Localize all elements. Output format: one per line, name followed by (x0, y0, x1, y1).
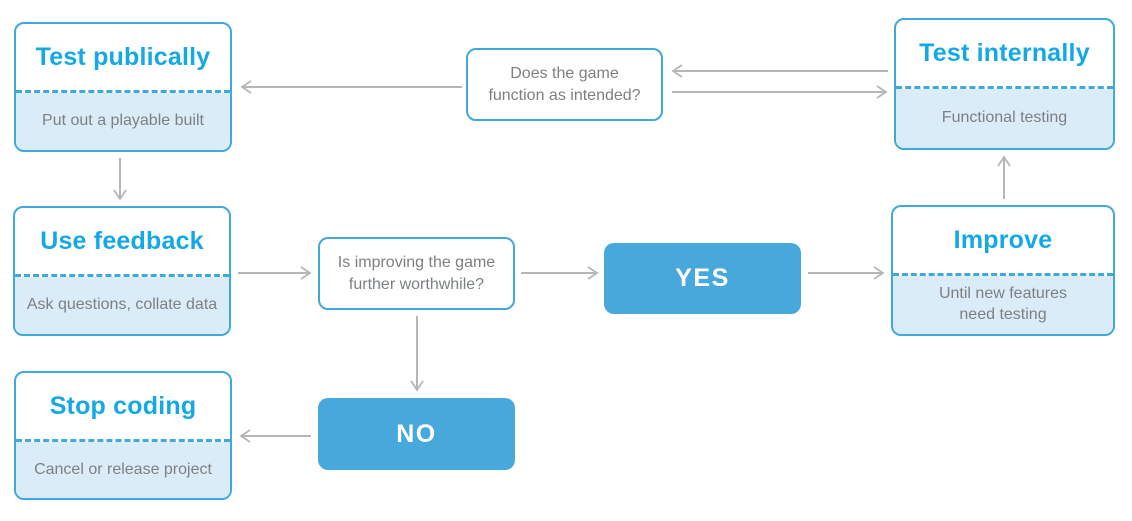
node-no: NO (318, 398, 515, 470)
node-test-publically-title: Test publically (16, 24, 230, 93)
node-test-publically: Test publically Put out a playable built (14, 22, 232, 152)
node-test-internally-subtitle: Functional testing (896, 89, 1113, 148)
node-yes: YES (604, 243, 801, 314)
node-stop-coding: Stop coding Cancel or release project (14, 371, 232, 500)
node-use-feedback-title: Use feedback (15, 208, 229, 277)
node-yes-label: YES (675, 264, 730, 292)
node-use-feedback-subtitle: Ask questions, collate data (15, 277, 229, 334)
node-stop-coding-title: Stop coding (16, 373, 230, 442)
node-test-internally: Test internally Functional testing (894, 18, 1115, 150)
node-test-internally-title: Test internally (896, 20, 1113, 89)
node-test-publically-subtitle: Put out a playable built (16, 93, 230, 150)
node-use-feedback: Use feedback Ask questions, collate data (13, 206, 231, 336)
node-improve-title: Improve (893, 207, 1113, 276)
node-no-label: NO (396, 419, 437, 448)
node-stop-coding-subtitle: Cancel or release project (16, 442, 230, 498)
